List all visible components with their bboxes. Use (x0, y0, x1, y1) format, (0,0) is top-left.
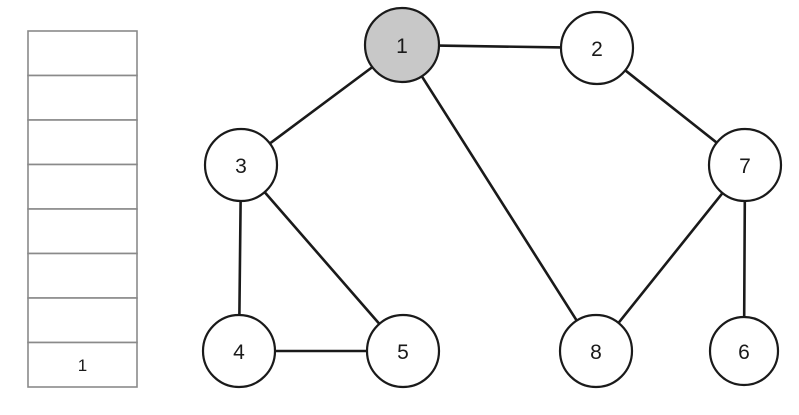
graph-node[interactable]: 6 (708, 315, 780, 387)
stack-cell-box[interactable] (27, 30, 138, 77)
stack-cell-box[interactable] (27, 252, 138, 299)
stack-cell[interactable] (27, 119, 138, 166)
graph-node-circle[interactable] (203, 127, 279, 203)
graph-node-circle[interactable] (707, 127, 783, 203)
graph-node[interactable]: 4 (201, 313, 277, 389)
graph-node-label: 3 (235, 155, 247, 178)
graph-node-label: 8 (590, 341, 602, 364)
stack-container: 1 (27, 30, 138, 388)
stack-cell-box[interactable] (27, 163, 138, 210)
graph-node-label: 2 (591, 38, 603, 61)
stack-cell[interactable]: 1 (27, 341, 138, 388)
stack-cell[interactable] (27, 30, 138, 77)
graph-node-label: 6 (738, 341, 750, 364)
stack-cell[interactable] (27, 252, 138, 299)
stack-cell[interactable] (27, 297, 138, 344)
graph-node-circle[interactable] (558, 313, 634, 389)
graph-node-label: 1 (396, 35, 408, 58)
stack-cell[interactable] (27, 163, 138, 210)
graph-edge (419, 74, 579, 323)
graph-node-label: 4 (233, 341, 245, 364)
graph-node-label: 5 (397, 341, 409, 364)
stack-cell-box[interactable] (27, 119, 138, 166)
graph-edge (616, 191, 725, 325)
graph-node[interactable]: 7 (707, 127, 783, 203)
graph-edge (742, 198, 747, 320)
edge-layer (238, 44, 747, 353)
graph-node-circle[interactable] (363, 6, 441, 84)
graph-edge (623, 68, 719, 145)
graph-node[interactable]: 1 (363, 6, 441, 84)
graph-node-circle[interactable] (365, 313, 441, 389)
node-layer: 1 2 3 7 4 5 8 6 (201, 6, 783, 389)
graph-node-circle[interactable] (708, 315, 780, 387)
stack-cell-box[interactable] (27, 74, 138, 121)
graph-edge (238, 198, 242, 318)
stack-cell-box[interactable] (27, 208, 138, 255)
graph-node-label: 7 (739, 155, 751, 178)
graph-node[interactable]: 3 (203, 127, 279, 203)
stack-cell-label: 1 (78, 356, 87, 375)
graph-edge (267, 65, 375, 146)
graph-edge (436, 44, 564, 49)
stack-cell[interactable] (27, 74, 138, 121)
graph-edge (262, 190, 382, 326)
graph-node-circle[interactable] (201, 313, 277, 389)
graph-node[interactable]: 8 (558, 313, 634, 389)
graph-node[interactable]: 5 (365, 313, 441, 389)
stack-cell-box[interactable] (27, 297, 138, 344)
stack-cell-box[interactable] (27, 341, 138, 388)
graph-node-circle[interactable] (559, 10, 635, 86)
graph-node[interactable]: 2 (559, 10, 635, 86)
stack-cell[interactable] (27, 208, 138, 255)
